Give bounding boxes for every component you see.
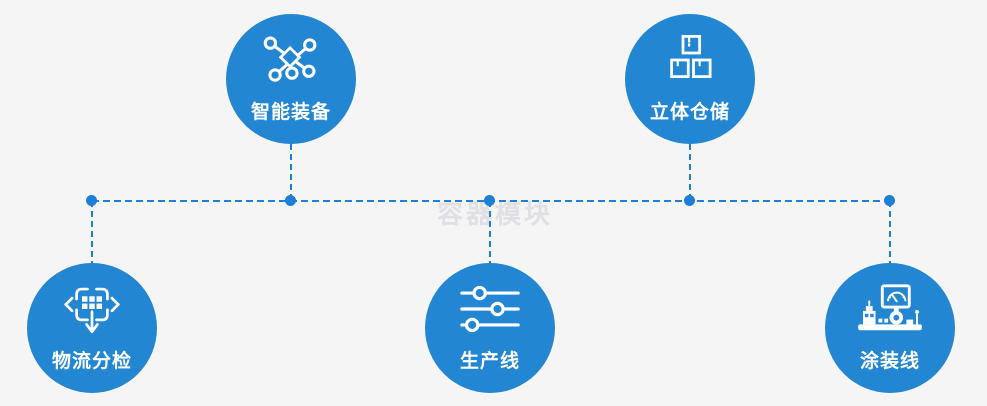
- node-logistics-sorting: 物流分检: [27, 263, 157, 393]
- connector-dot: [484, 195, 495, 206]
- connector-vertical-painting-line: [889, 201, 891, 263]
- node-smart-equipment: 智能装备: [226, 14, 356, 144]
- node-label: 立体仓储: [649, 102, 730, 123]
- connector-vertical-smart-equipment: [290, 144, 292, 201]
- connector-dot: [86, 195, 97, 206]
- node-production-line: 生产线: [425, 263, 555, 393]
- connector-vertical-stereo-warehouse: [689, 144, 691, 201]
- node-label: 物流分检: [51, 351, 132, 372]
- control-station-icon: [855, 279, 925, 339]
- network-nodes-icon: [261, 30, 321, 90]
- connector-dot: [884, 195, 895, 206]
- connector-dot: [285, 195, 296, 206]
- dispatch-arrows-icon: [63, 279, 121, 339]
- node-painting-line: 涂装线: [825, 263, 955, 393]
- node-label: 生产线: [459, 351, 520, 372]
- connector-dot: [684, 195, 695, 206]
- node-stereo-warehouse: 立体仓储: [625, 14, 755, 144]
- connector-vertical-production-line: [489, 201, 491, 263]
- node-label: 智能装备: [250, 102, 331, 123]
- sliders-icon: [460, 279, 520, 339]
- node-label: 涂装线: [859, 351, 920, 372]
- connector-vertical-logistics-sorting: [91, 201, 93, 263]
- stacked-boxes-icon: [662, 30, 718, 90]
